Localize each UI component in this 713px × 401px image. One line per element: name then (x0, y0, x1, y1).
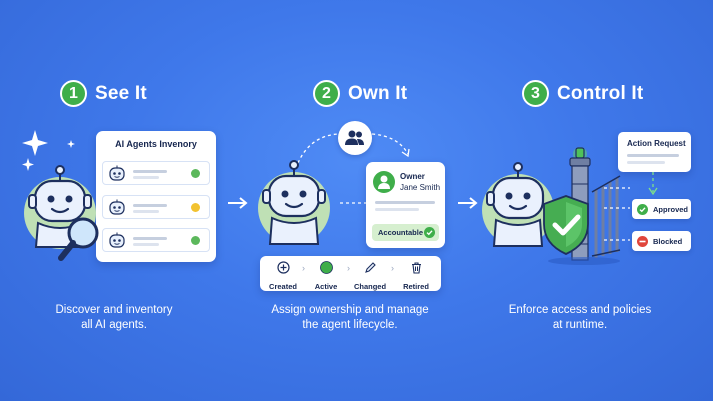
action-request-card: Action Request (618, 132, 691, 172)
step-3-caption: Enforce access and policies at runtime. (490, 303, 670, 333)
active-dot-icon (319, 261, 333, 274)
robot-icon (109, 165, 125, 181)
lifecycle-changed-label: Changed (353, 282, 387, 291)
lifecycle-active-label: Active (314, 282, 338, 291)
accountable-badge: Accountable (372, 224, 439, 241)
arrow-right-icon (228, 197, 248, 209)
chevron-right-icon: › (302, 263, 305, 273)
lifecycle-created-label: Created (269, 282, 297, 291)
step-3-number: 3 (522, 80, 549, 107)
owner-card: Owner Jane Smith Accountable (366, 162, 445, 248)
chevron-right-icon: › (347, 263, 350, 273)
robot-icon (109, 199, 125, 215)
connector-line (340, 202, 368, 204)
robot-icon (109, 232, 125, 248)
plus-circle-icon (276, 261, 290, 274)
pencil-icon (364, 262, 376, 273)
sparkle-icons (22, 130, 75, 171)
step-2-caption-line-2: the agent lifecycle. (302, 319, 398, 331)
inventory-title: AI Agents Invenory (115, 139, 197, 149)
status-dot (191, 236, 200, 245)
inventory-row (102, 195, 210, 219)
user-icon (378, 175, 390, 189)
lifecycle-changed: Changed (343, 261, 397, 291)
lifecycle-bar: Created Active Changed Retired › › › (260, 256, 441, 291)
step-2-title: Own It (348, 82, 408, 104)
inventory-row (102, 161, 210, 185)
lifecycle-active: Active (299, 261, 353, 291)
step-2-header: 2 Own It (313, 80, 407, 107)
lifecycle-created: Created (256, 261, 310, 291)
step-1-caption-line-1: Discover and inventory (55, 304, 173, 316)
step-1-caption-line-2: all AI agents. (81, 319, 147, 331)
trash-icon (411, 262, 421, 274)
step-1-title: See It (95, 82, 147, 104)
approved-label: Approved (653, 204, 689, 214)
robot-icon (482, 162, 554, 247)
ownership-arc (297, 133, 410, 164)
lifecycle-retired: Retired (389, 261, 443, 291)
step-2-caption: Assign ownership and manage the agent li… (255, 303, 445, 333)
step-3-caption-line-2: at runtime. (552, 319, 608, 331)
shield-check-icon (543, 195, 589, 255)
step-1-header: 1 See It (60, 80, 147, 107)
decision-connectors (604, 172, 658, 241)
inventory-row (102, 228, 210, 252)
people-icon (345, 130, 364, 145)
owner-avatar (373, 171, 395, 193)
people-badge (338, 121, 372, 155)
status-dot (191, 169, 200, 178)
chevron-right-icon: › (391, 263, 394, 273)
robot-icon (258, 160, 330, 245)
step-3-header: 3 Control It (522, 80, 643, 107)
status-dot (191, 203, 200, 212)
check-circle-icon (637, 203, 648, 215)
lifecycle-retired-label: Retired (403, 282, 429, 291)
step-3-caption-line-1: Enforce access and policies (508, 304, 652, 316)
blocked-label: Blocked (653, 236, 683, 246)
step-1-caption: Discover and inventory all AI agents. (24, 303, 204, 333)
blocked-icon (637, 235, 648, 247)
action-request-label: Action Request (627, 139, 686, 148)
inventory-card: AI Agents Invenory (96, 131, 216, 262)
step-3-title: Control It (557, 82, 644, 104)
step-1-number: 1 (60, 80, 87, 107)
owner-label: Owner (400, 172, 425, 181)
blocked-badge: Blocked (632, 231, 691, 251)
approved-badge: Approved (632, 199, 691, 219)
check-circle-icon (424, 227, 435, 238)
robot-with-magnifier-icon (24, 165, 99, 261)
accountable-label: Accountable (378, 228, 424, 237)
step-2-caption-line-1: Assign ownership and manage (271, 304, 429, 316)
step-2-number: 2 (313, 80, 340, 107)
arrow-right-icon (458, 197, 478, 209)
owner-name: Jane Smith (400, 183, 441, 192)
